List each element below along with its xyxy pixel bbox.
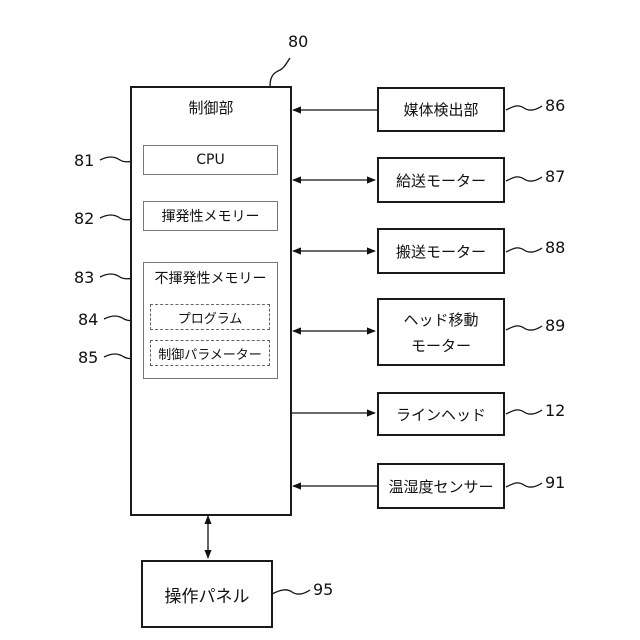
- leader-91: [506, 483, 542, 487]
- temp-humidity-sensor-label: 温湿度センサー: [388, 476, 493, 497]
- feed-motor-box: 給送モーター: [377, 157, 505, 203]
- leader-89: [506, 326, 542, 330]
- ref-88: 88: [545, 238, 565, 257]
- volatile-memory-label: 揮発性メモリー: [162, 206, 260, 226]
- line-head-label: ラインヘッド: [396, 404, 486, 425]
- leader-88: [506, 248, 542, 252]
- ref-80: 80: [288, 32, 308, 51]
- ref-87: 87: [545, 167, 565, 186]
- media-detector-box: 媒体検出部: [377, 87, 505, 132]
- cpu-label: CPU: [196, 152, 224, 168]
- operation-panel-label: 操作パネル: [165, 582, 250, 607]
- nonvolatile-memory-label: 不揮発性メモリー: [143, 268, 278, 288]
- control-parameter-box: 制御パラメーター: [150, 340, 270, 366]
- ref-12: 12: [545, 401, 565, 420]
- ref-83: 83: [74, 268, 94, 287]
- control-unit-title: 制御部: [130, 96, 292, 118]
- ref-95: 95: [313, 580, 333, 599]
- cpu-box: CPU: [143, 145, 278, 175]
- media-detector-label: 媒体検出部: [403, 99, 478, 120]
- ref-89: 89: [545, 316, 565, 335]
- ref-85: 85: [78, 348, 98, 367]
- line-head-box: ラインヘッド: [377, 392, 505, 436]
- head-motor-label-line2: モーター: [377, 335, 505, 355]
- ref-81: 81: [74, 151, 94, 170]
- ref-86: 86: [545, 96, 565, 115]
- leader-86: [506, 106, 542, 110]
- leader-95: [272, 590, 310, 594]
- transport-motor-label: 搬送モーター: [396, 241, 486, 262]
- ref-82: 82: [74, 209, 94, 228]
- program-label: プログラム: [178, 308, 243, 327]
- control-parameter-label: 制御パラメーター: [158, 344, 262, 363]
- leader-80: [270, 58, 290, 86]
- head-motor-label-line1: ヘッド移動: [377, 309, 505, 329]
- leader-87: [506, 177, 542, 181]
- ref-84: 84: [78, 310, 98, 329]
- feed-motor-label: 給送モーター: [396, 170, 486, 191]
- operation-panel-box: 操作パネル: [141, 560, 273, 628]
- transport-motor-box: 搬送モーター: [377, 228, 505, 274]
- leader-12: [506, 410, 542, 414]
- program-box: プログラム: [150, 304, 270, 330]
- temp-humidity-sensor-box: 温湿度センサー: [377, 463, 505, 509]
- volatile-memory-box: 揮発性メモリー: [143, 201, 278, 231]
- ref-91: 91: [545, 473, 565, 492]
